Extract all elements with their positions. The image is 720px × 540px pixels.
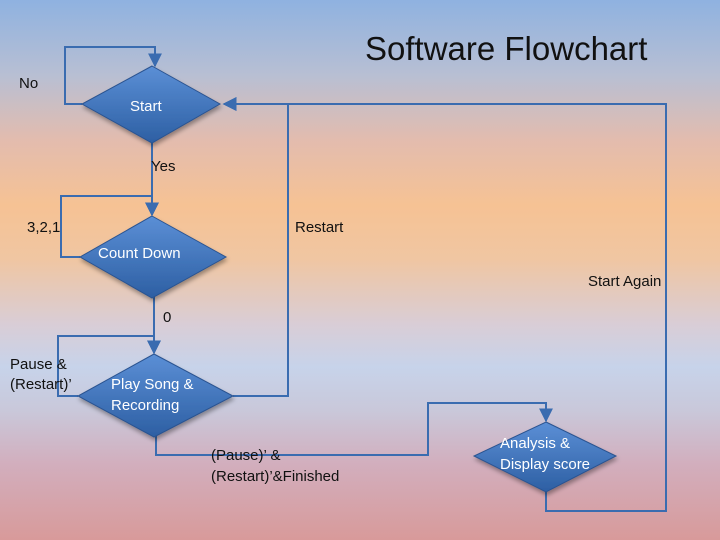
no-label: No [19,75,39,92]
restart-label: Restart [295,219,344,236]
start-node [80,65,222,144]
start-node-label: Start [130,98,162,115]
finished-label-line2: (Restart)’&Finished [211,468,340,485]
start-again-connector [222,97,667,512]
play-recording-node [76,353,235,438]
finished-label-line1: (Pause)’ & [211,447,281,464]
countdown-loop-connector [60,195,159,258]
countdown-node [78,215,228,299]
countdown-node-label: Count Down [98,245,181,262]
pause-label-line1: Pause & [10,356,67,373]
play-node-label-line1: Play Song & [111,376,194,393]
start-again-label: Start Again [588,273,662,290]
finished-connector [155,402,553,456]
pause-label-line2: (Restart)’ [10,376,72,393]
no-loop-connector [64,46,162,105]
zero-label: 0 [163,309,172,326]
play-node-label-line2: Recording [111,397,180,414]
analysis-node [472,421,618,493]
restart-connector [222,97,289,397]
yes-label: Yes [151,158,176,175]
countdown-loop-label: 3,2,1 [27,219,61,236]
analysis-node-label-line1: Analysis & [500,435,571,452]
analysis-node-label-line2: Display score [500,456,591,473]
pause-loop-connector [57,335,161,397]
slide-title: Software Flowchart [365,30,648,67]
